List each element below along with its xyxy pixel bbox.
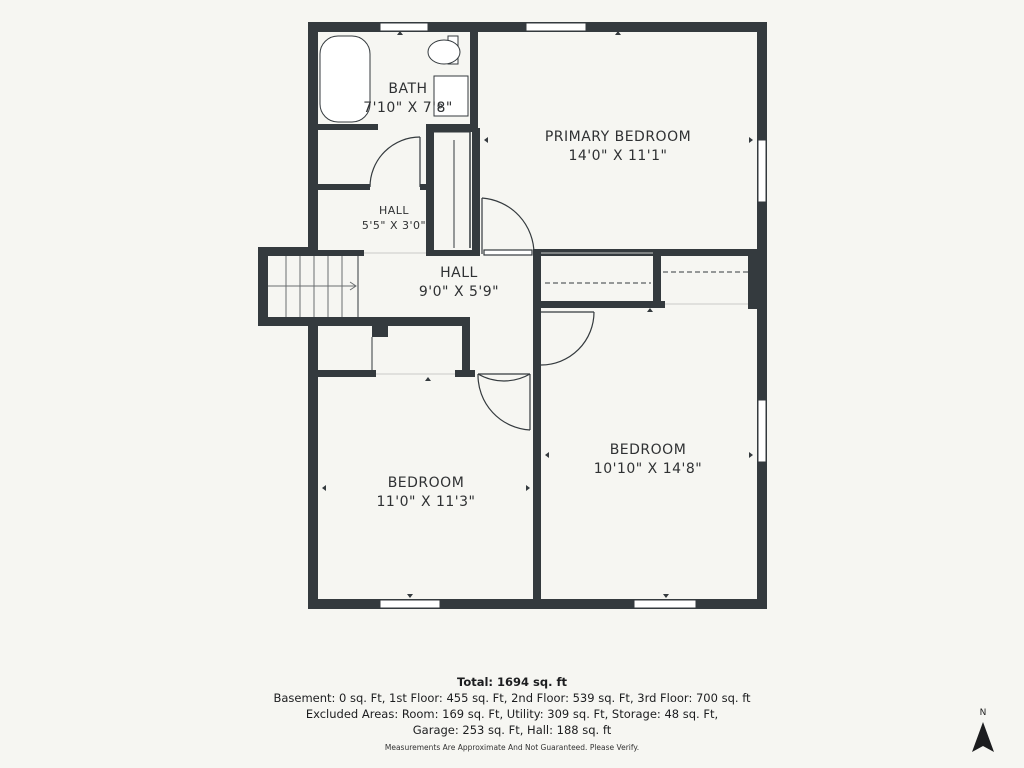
window [757,399,767,463]
room-name: BEDROOM [609,442,687,458]
total-area: Total: 1694 sq. ft [457,675,567,689]
doors [369,136,595,431]
north-label: N [979,708,987,718]
excluded-areas: Excluded Areas: Room: 169 sq. Ft, Utilit… [305,707,719,721]
room-label-primary-bedroom: PRIMARY BEDROOM 14'0" X 11'1" [528,128,708,166]
windows [379,22,767,609]
excluded-areas-continued: Garage: 253 sq. Ft, Hall: 188 sq. ft [412,723,612,737]
room-label-bedroom-left: BEDROOM 11'0" X 11'3" [356,474,496,512]
door-linen [483,249,533,256]
room-label-bedroom-right: BEDROOM 10'10" X 14'8" [578,441,718,479]
room-name: HALL [378,204,410,217]
window [633,599,697,609]
room-label-hall-small: HALL 5'5" X 3'0" [354,204,434,234]
stairs [268,256,357,317]
vanity [433,75,469,117]
area-summary: Total: 1694 sq. ft Basement: 0 sq. Ft, 1… [212,674,812,756]
room-dimensions: 7'10" X 7'8" [363,99,453,116]
closets [357,131,748,370]
window [757,139,767,203]
room-dimensions: 10'10" X 14'8" [593,460,703,477]
door-right-bedroom [540,311,595,366]
room-name: PRIMARY BEDROOM [544,129,692,145]
door-hall-closet [369,136,421,188]
room-name: BATH [388,81,428,97]
room-name: HALL [440,265,478,281]
disclaimer: Measurements Are Approximate And Not Gua… [384,743,640,752]
door-left-bedroom [477,373,531,431]
room-label-hall: HALL 9'0" X 5'9" [399,264,519,302]
floor-areas: Basement: 0 sq. Ft, 1st Floor: 455 sq. F… [273,691,751,705]
room-dimensions: 5'5" X 3'0" [361,218,427,232]
window [525,22,587,32]
north-arrow-icon: N [968,708,998,756]
toilet-bowl [427,39,461,65]
window [379,22,429,32]
room-label-bath: BATH 7'10" X 7'8" [358,80,458,118]
markers [322,31,753,598]
door-primary-bedroom [481,197,535,255]
room-dimensions: 14'0" X 11'1" [568,147,668,164]
window [379,599,441,609]
bathtub [319,35,371,123]
door-openings [364,252,748,375]
room-name: BEDROOM [387,475,465,491]
room-dimensions: 11'0" X 11'3" [376,493,476,510]
room-dimensions: 9'0" X 5'9" [418,283,500,300]
bath-fixtures [319,35,469,123]
